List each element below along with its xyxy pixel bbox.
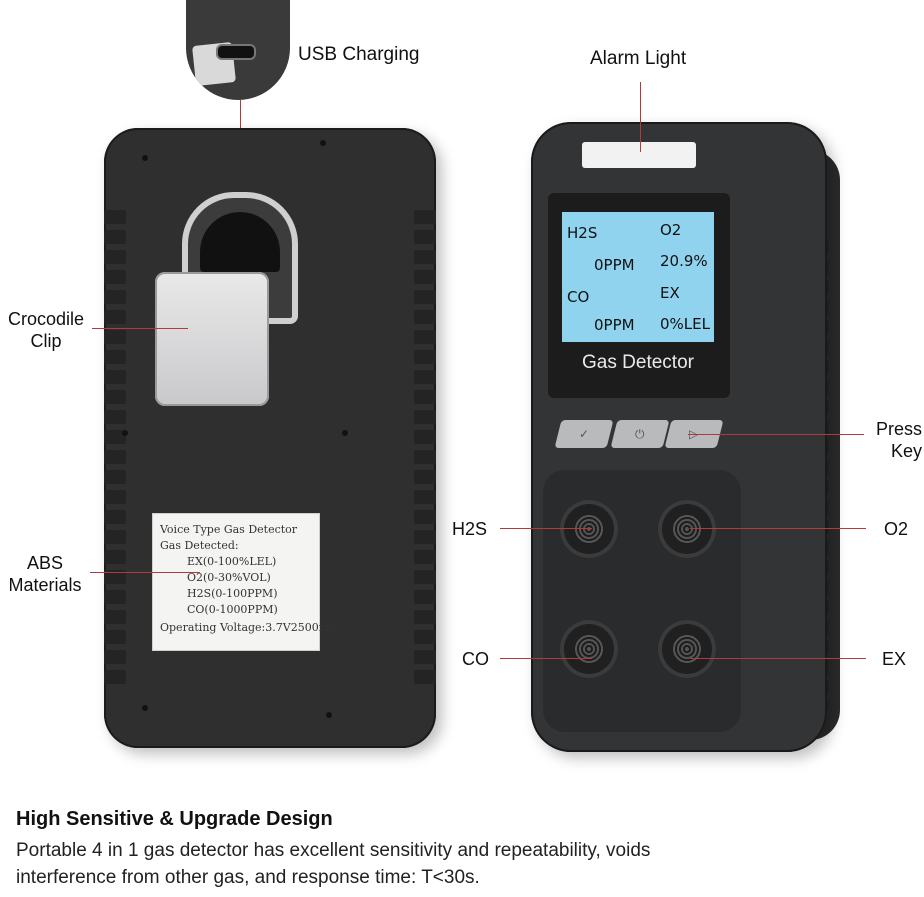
sensor-o2 (658, 500, 716, 558)
lcd-co-label: CO (567, 288, 590, 306)
lcd-o2-value: 20.9% (660, 252, 708, 270)
key-power-button[interactable]: ⏻ (610, 420, 670, 448)
callout-usb-charging: USB Charging (298, 44, 420, 65)
key-left-button[interactable]: ✓ (554, 420, 614, 448)
crocodile-clip (155, 272, 269, 406)
lcd-display: H2S O2 0PPM 20.9% CO EX 0PPM 0%LEL (562, 212, 714, 342)
callout-ex: EX (882, 649, 907, 669)
description-line-2: interference from other gas, and respons… (16, 867, 480, 888)
lcd-ex-value: 0%LEL (660, 315, 710, 333)
power-icon: ⏻ (635, 427, 645, 441)
callout-press-key: Press Key (875, 419, 922, 461)
usb-port-inset (186, 0, 290, 100)
sensor-co (560, 620, 618, 678)
lcd-o2-label: O2 (660, 221, 682, 239)
sensor-ex (658, 620, 716, 678)
description-heading: High Sensitive & Upgrade Design (16, 808, 333, 830)
lcd-h2s-label: H2S (567, 224, 598, 242)
lcd-co-value: 0PPM (594, 316, 635, 334)
callout-alarm-light: Alarm Light (590, 48, 687, 69)
check-icon: ✓ (578, 427, 590, 441)
usb-port-icon (216, 44, 256, 60)
lcd-h2s-value: 0PPM (594, 256, 635, 274)
callout-abs-materials: ABS Materials (8, 553, 82, 595)
sensor-h2s (560, 500, 618, 558)
callout-crocodile-clip: Crocodile Clip (7, 309, 85, 351)
alarm-light (582, 142, 696, 168)
spec-sticker: Voice Type Gas Detector Gas Detected: EX… (152, 513, 336, 651)
lcd-ex-label: EX (660, 284, 680, 302)
callout-o2: O2 (884, 519, 909, 539)
device-label: Gas Detector (582, 352, 694, 373)
callout-co: CO (462, 649, 489, 669)
description-line-1: Portable 4 in 1 gas detector has excelle… (16, 840, 651, 861)
callout-h2s: H2S (452, 519, 488, 539)
